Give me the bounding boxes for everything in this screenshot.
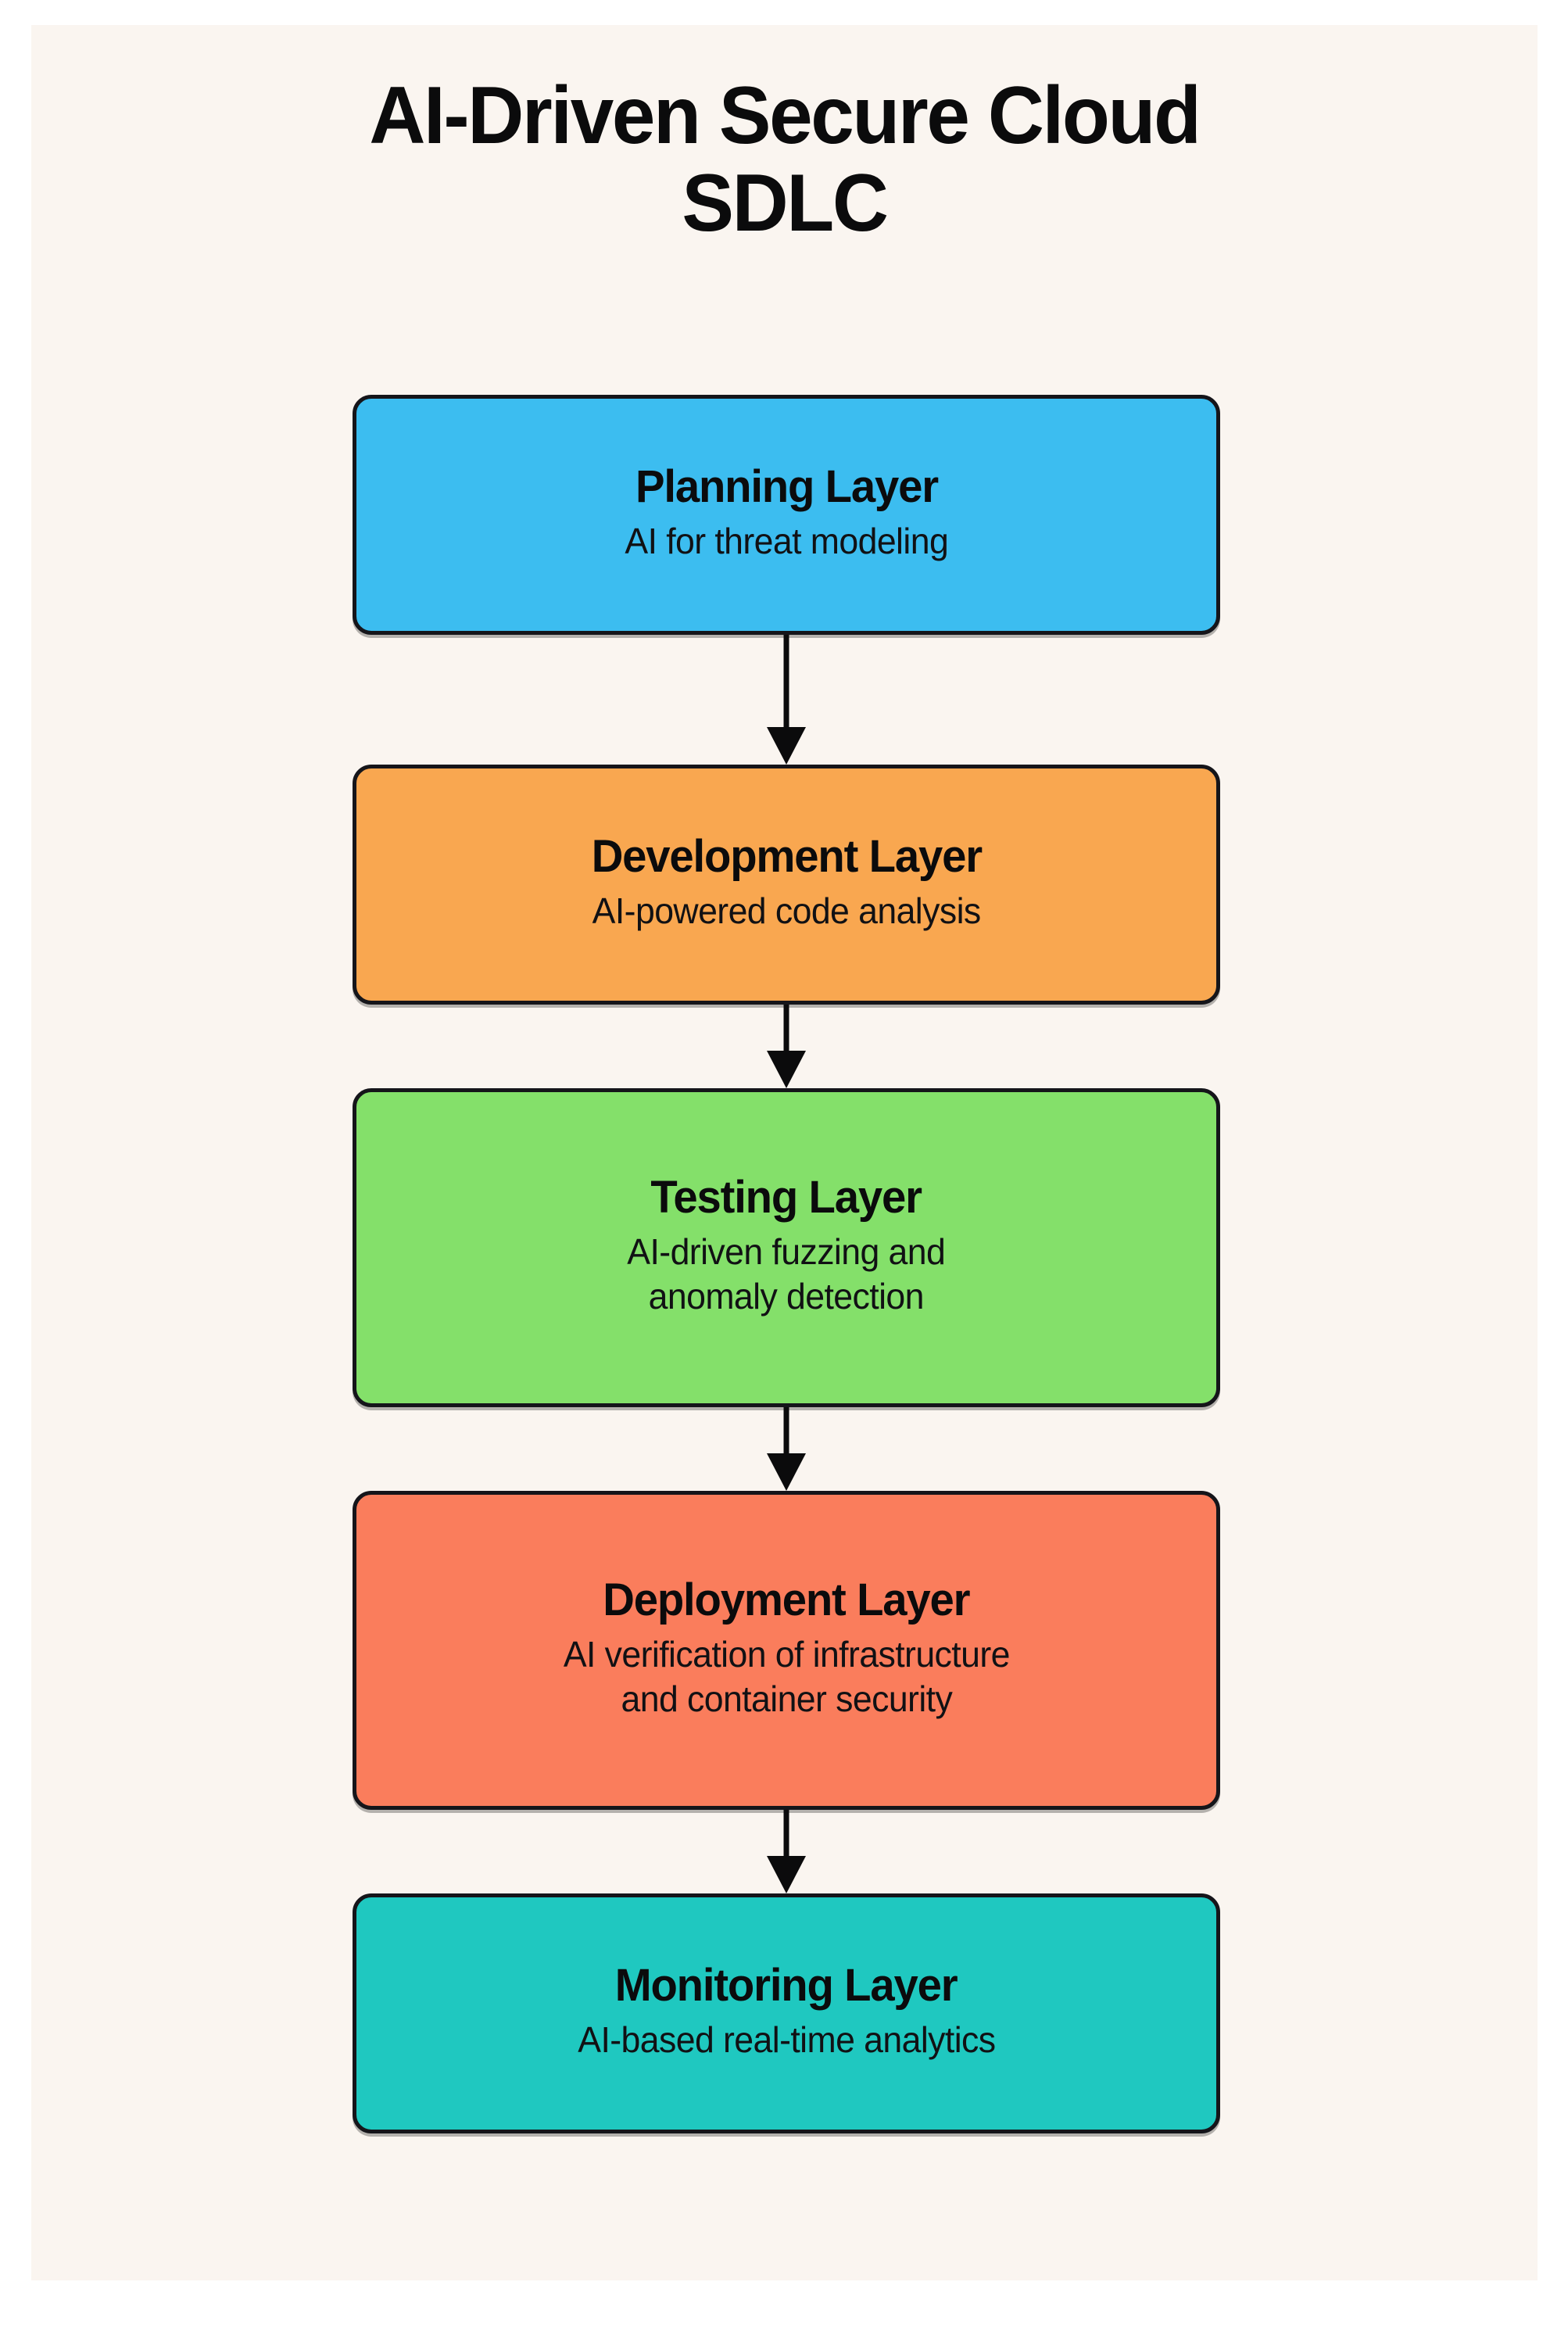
- flow-node-monitoring-subtitle: AI-based real-time analytics: [577, 2018, 996, 2063]
- flow-node-deployment[interactable]: Deployment Layer AI verification of infr…: [353, 1491, 1220, 1810]
- diagram-canvas: AI-Driven Secure Cloud SDLC Planning Lay…: [31, 25, 1538, 2280]
- flow-node-planning[interactable]: Planning Layer AI for threat modeling: [353, 395, 1220, 635]
- flow-node-testing-subtitle: AI-driven fuzzing and anomaly detection: [627, 1230, 947, 1320]
- flow-node-deployment-subtitle: AI verification of infrastructure and co…: [563, 1632, 1010, 1723]
- flow-node-planning-title: Planning Layer: [635, 461, 938, 513]
- flow-arrow-testing-to-deployment: [353, 1407, 1220, 1491]
- flow-node-deployment-title: Deployment Layer: [603, 1574, 970, 1625]
- subtitle-line: AI-based real-time analytics: [577, 2019, 996, 2060]
- subtitle-line: anomaly detection: [648, 1276, 925, 1317]
- subtitle-line: AI-driven fuzzing and: [627, 1231, 947, 1272]
- subtitle-line: AI for threat modeling: [625, 521, 948, 561]
- subtitle-line: and container security: [621, 1678, 952, 1720]
- page-title-line-2: SDLC: [682, 158, 889, 249]
- flow-arrow-planning-to-development: [353, 635, 1220, 765]
- flow-arrow-development-to-testing: [353, 1005, 1220, 1088]
- flow-node-development-title: Development Layer: [591, 831, 982, 883]
- subtitle-line: AI verification of infrastructure: [563, 1633, 1010, 1675]
- flow-arrow-deployment-to-monitoring: [353, 1810, 1220, 1893]
- flowchart: Planning Layer AI for threat modeling De…: [353, 395, 1220, 2133]
- flow-node-testing[interactable]: Testing Layer AI-driven fuzzing and anom…: [353, 1088, 1220, 1407]
- flow-node-monitoring[interactable]: Monitoring Layer AI-based real-time anal…: [353, 1893, 1220, 2133]
- page-title-line-1: AI-Driven Secure Cloud: [369, 70, 1201, 161]
- flow-node-development[interactable]: Development Layer AI-powered code analys…: [353, 765, 1220, 1005]
- flow-node-testing-title: Testing Layer: [650, 1171, 923, 1223]
- flow-node-planning-subtitle: AI for threat modeling: [625, 519, 948, 564]
- flow-node-monitoring-title: Monitoring Layer: [615, 1960, 958, 2012]
- flow-node-development-subtitle: AI-powered code analysis: [592, 889, 982, 934]
- subtitle-line: AI-powered code analysis: [592, 890, 982, 931]
- page-title: AI-Driven Secure Cloud SDLC: [62, 72, 1508, 248]
